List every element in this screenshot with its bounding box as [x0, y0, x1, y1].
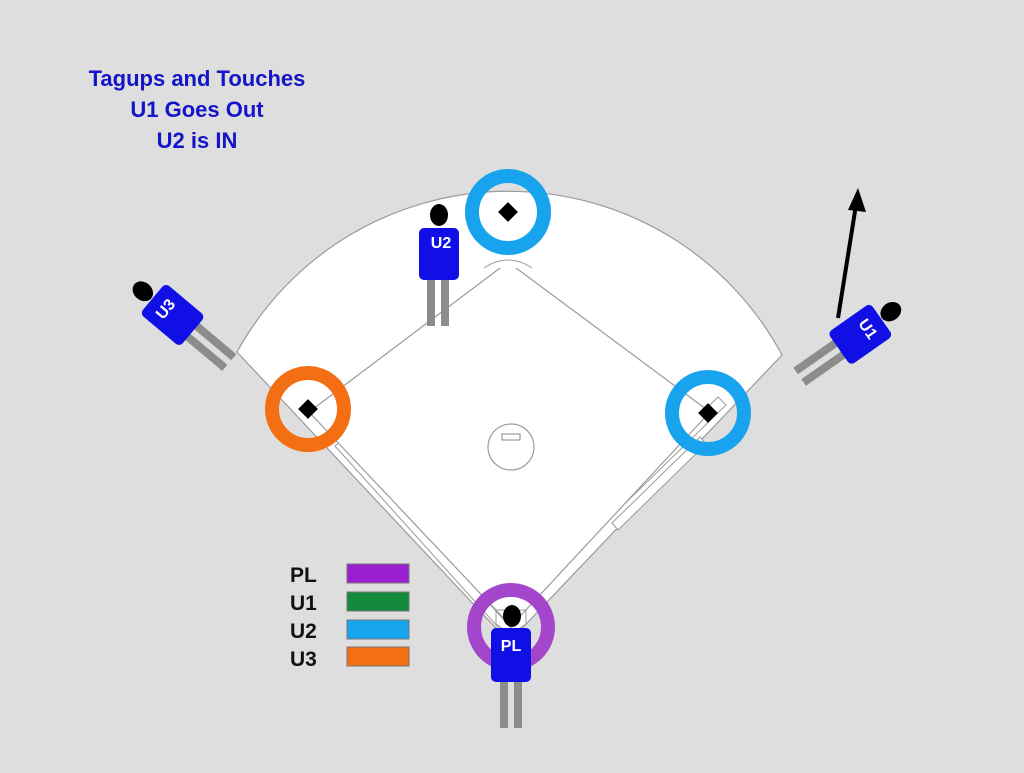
umpire-u3: U3: [132, 281, 237, 371]
legend-swatch-u2: [346, 619, 410, 640]
umpire-pl: PL: [491, 605, 531, 728]
u2-leg-left: [427, 276, 435, 326]
legend-swatch-u1: [346, 591, 410, 612]
second-base-cutout: [483, 259, 533, 269]
u1-leg-right: [801, 349, 849, 386]
pl-leg-left: [500, 678, 508, 728]
legend-label-u2: U2: [290, 620, 317, 643]
u1-shirt: [829, 304, 892, 364]
legend-swatch-u3: [346, 646, 410, 667]
arrow-head-icon: [848, 188, 866, 212]
u1-leg-left: [793, 337, 841, 375]
third-base-ring-u3: [265, 366, 351, 452]
pl-head: [503, 605, 521, 627]
u2-head: [430, 204, 448, 226]
pl-leg-right: [514, 678, 522, 728]
u2-leg-right: [441, 276, 449, 326]
legend-swatch-pl: [346, 563, 410, 584]
u2-shirt: [419, 228, 459, 280]
title-line-2: U1 Goes Out: [130, 97, 264, 122]
third-base: [298, 399, 318, 419]
umpire-u2: U2: [419, 204, 459, 326]
title-line-3: U2 is IN: [156, 128, 238, 153]
first-base: [698, 403, 718, 423]
u2-label: U2: [431, 235, 452, 252]
u3-head: [132, 281, 154, 302]
u3-leg-right: [191, 320, 237, 361]
u3-leg-left: [182, 331, 228, 371]
u1-movement-arrow: [836, 204, 858, 319]
title-line-1: Tagups and Touches: [88, 66, 306, 91]
pl-label: PL: [501, 638, 522, 655]
pitchers-rubber: [501, 433, 521, 441]
legend-label-u1: U1: [290, 592, 317, 615]
first-base-ring-u2: [665, 370, 751, 456]
legend: PL U1 U2 U3: [290, 563, 410, 671]
legend-label-pl: PL: [290, 564, 317, 587]
legend-label-u3: U3: [290, 648, 317, 671]
second-base-ring-u2: [465, 169, 551, 255]
pl-shirt: [491, 628, 531, 682]
u3-shirt: [141, 284, 204, 345]
u1-head: [880, 301, 902, 322]
pitchers-mound: [487, 423, 535, 471]
umpire-u1: U1: [793, 301, 902, 386]
